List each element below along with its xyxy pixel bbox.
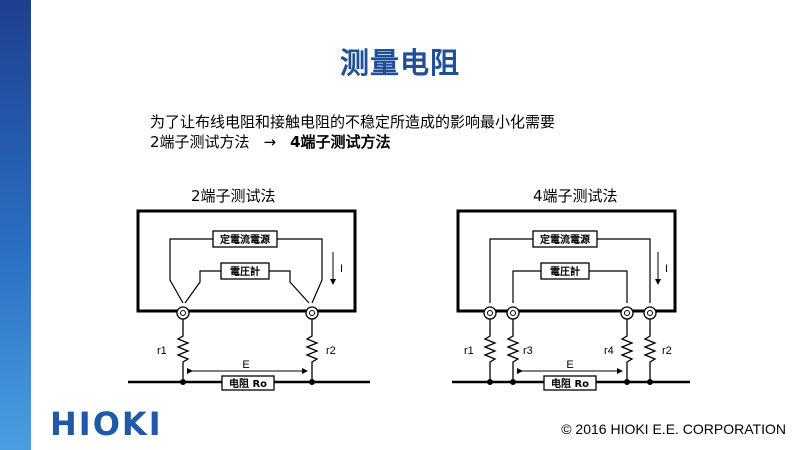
two-terminal-caption: 2端子测试法 — [191, 187, 276, 205]
resistor-label-r1: r1 — [464, 345, 474, 357]
resistor-label-r2: r2 — [662, 345, 672, 357]
voltage-label: E — [242, 359, 249, 371]
instrument-box — [456, 209, 677, 313]
method-to: 4端子测试方法 — [290, 133, 391, 151]
arrow-icon: → — [263, 133, 277, 151]
resistor-r4 — [620, 319, 634, 382]
method-comparison: 2端子测试方法 → 4端子测试方法 — [150, 131, 391, 152]
resistor-r2 — [305, 319, 319, 382]
hioki-logo: HIOKI — [50, 405, 163, 443]
dut-box — [221, 375, 275, 391]
current-source-label: 定電流電源 — [220, 233, 270, 246]
four-terminal-diagram — [452, 209, 690, 391]
dut-label: 电阻 Ro — [229, 377, 267, 390]
slide-title: 测量电阻 — [339, 46, 460, 80]
resistor-label-r2: r2 — [326, 345, 336, 357]
dut-label: 电阻 Ro — [551, 377, 589, 390]
resistor-r1 — [176, 319, 190, 382]
current-label: I — [340, 263, 343, 275]
current-source-label: 定電流電源 — [540, 233, 590, 246]
terminal — [305, 306, 319, 320]
resistor-r2 — [643, 319, 657, 382]
resistor-r1 — [483, 319, 497, 382]
sidebar-accent-bar — [0, 0, 31, 450]
voltage-label: E — [566, 359, 573, 371]
resistor-label-r3: r3 — [523, 345, 533, 357]
resistor-label-r1: r1 — [157, 345, 167, 357]
dut-box — [543, 375, 597, 391]
description-line: 为了让布线电阻和接触电阻的不稳定所造成的影响最小化需要 — [150, 113, 556, 131]
copyright-text: © 2016 HIOKI E.E. CORPORATION — [561, 421, 786, 437]
current-label: I — [665, 263, 668, 275]
resistor-label-r4: r4 — [604, 345, 614, 357]
terminal — [176, 306, 190, 320]
resistor-r3 — [506, 319, 520, 382]
method-from: 2端子测试方法 — [150, 133, 250, 151]
voltmeter-label: 電圧計 — [550, 265, 580, 278]
voltmeter-label: 電圧計 — [230, 265, 260, 278]
four-terminal-caption: 4端子测试法 — [533, 187, 618, 205]
two-terminal-diagram — [128, 209, 370, 391]
instrument-box — [136, 209, 357, 313]
